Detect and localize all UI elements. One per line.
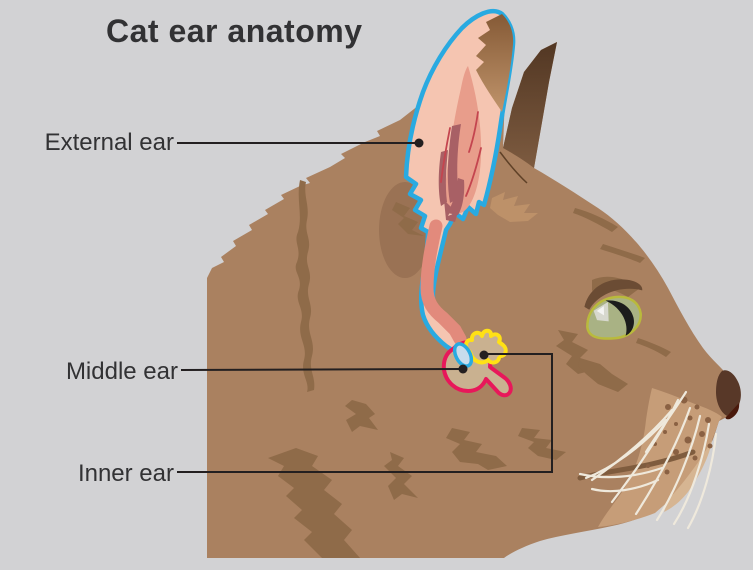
eye-pupil [605, 300, 634, 336]
eardrum [452, 342, 474, 368]
page-title: Cat ear anatomy [106, 13, 363, 49]
eye-brow-shadow [584, 279, 643, 310]
inner-ear-line [177, 353, 553, 473]
leader-lines [177, 142, 553, 473]
middle-ear-dot [458, 364, 468, 374]
pinna-tip-fold [476, 14, 514, 112]
shoulder-tufts [490, 192, 538, 222]
label-middle-ear: Middle ear [65, 358, 178, 385]
chin-highlight [664, 440, 712, 512]
eye [584, 279, 643, 340]
nose [716, 370, 741, 420]
ear-canal [420, 219, 467, 346]
external-ear-dot [414, 138, 424, 148]
label-inner-ear: Inner ear [77, 460, 174, 487]
leader-dots [414, 138, 489, 374]
muzzle [598, 388, 722, 527]
cat-silhouette [207, 28, 741, 558]
whiskers [578, 390, 718, 530]
pinna-deep-shadows [438, 124, 465, 222]
inner-ear-dot [479, 350, 489, 360]
far-ear [503, 42, 557, 168]
external-ear-canal [403, 8, 516, 355]
far-ear-crease [499, 151, 528, 184]
whisker-dots [646, 396, 713, 475]
middle-ear-line [180, 368, 464, 371]
pinna-streak-lines [440, 111, 482, 197]
label-external-ear: External ear [44, 129, 174, 156]
